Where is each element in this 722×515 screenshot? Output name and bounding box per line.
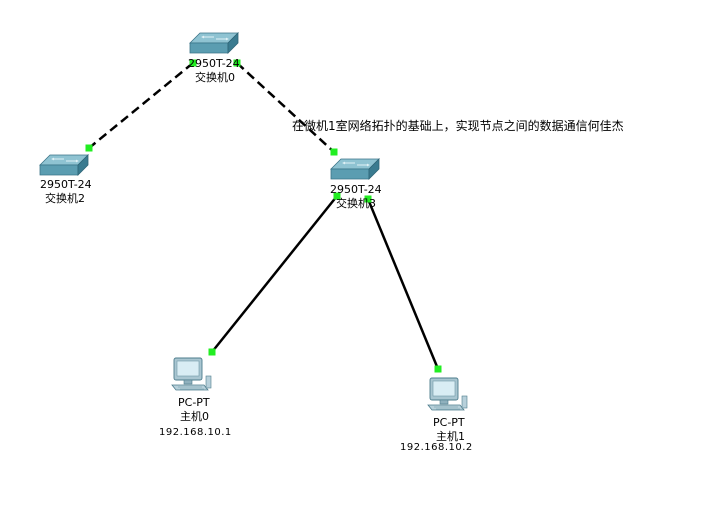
port-indicator-switch0-switch3-b <box>330 148 338 156</box>
pc1-pc-icon[interactable] <box>427 377 468 411</box>
pc0-ip-label: 192.168.10.1 <box>159 427 232 438</box>
port-indicator-switch3-pc1-a <box>364 195 372 203</box>
port-indicator-switch0-switch3-a <box>233 59 241 67</box>
pc1-model-label: PC-PT <box>433 416 465 429</box>
link-switch0-switch3[interactable] <box>236 62 335 153</box>
port-indicator-switch0-switch2-b <box>85 144 93 152</box>
pc1-ip-label: 192.168.10.2 <box>400 442 473 453</box>
pc0-name-label: 主机0 <box>180 410 209 423</box>
switch0-model-label: 2950T-24 <box>188 57 240 70</box>
port-indicator-switch0-switch2-a <box>189 59 197 67</box>
switch0-name-label: 交换机0 <box>195 71 235 84</box>
pc0-model-label: PC-PT <box>178 396 210 409</box>
switch3-model-label: 2950T-24 <box>330 183 382 196</box>
link-switch3-pc1[interactable] <box>366 198 440 370</box>
port-indicator-switch3-pc0-a <box>333 192 341 200</box>
switch2-name-label: 交换机2 <box>45 192 85 205</box>
switch0-switch-icon[interactable] <box>189 32 239 54</box>
port-indicator-switch3-pc0-b <box>208 348 216 356</box>
pc1-name-label: 主机1 <box>436 430 465 443</box>
link-switch0-switch2[interactable] <box>88 62 194 149</box>
link-switch3-pc0[interactable] <box>211 195 338 353</box>
switch2-switch-icon[interactable] <box>39 154 89 176</box>
topology-annotation: 在微机1室网络拓扑的基础上，实现节点之间的数据通信何佳杰 <box>292 119 624 133</box>
pc0-pc-icon[interactable] <box>171 357 212 391</box>
switch3-switch-icon[interactable] <box>330 158 380 180</box>
switch2-model-label: 2950T-24 <box>40 178 92 191</box>
switch3-name-label: 交换机3 <box>336 197 376 210</box>
port-indicator-switch3-pc1-b <box>434 365 442 373</box>
